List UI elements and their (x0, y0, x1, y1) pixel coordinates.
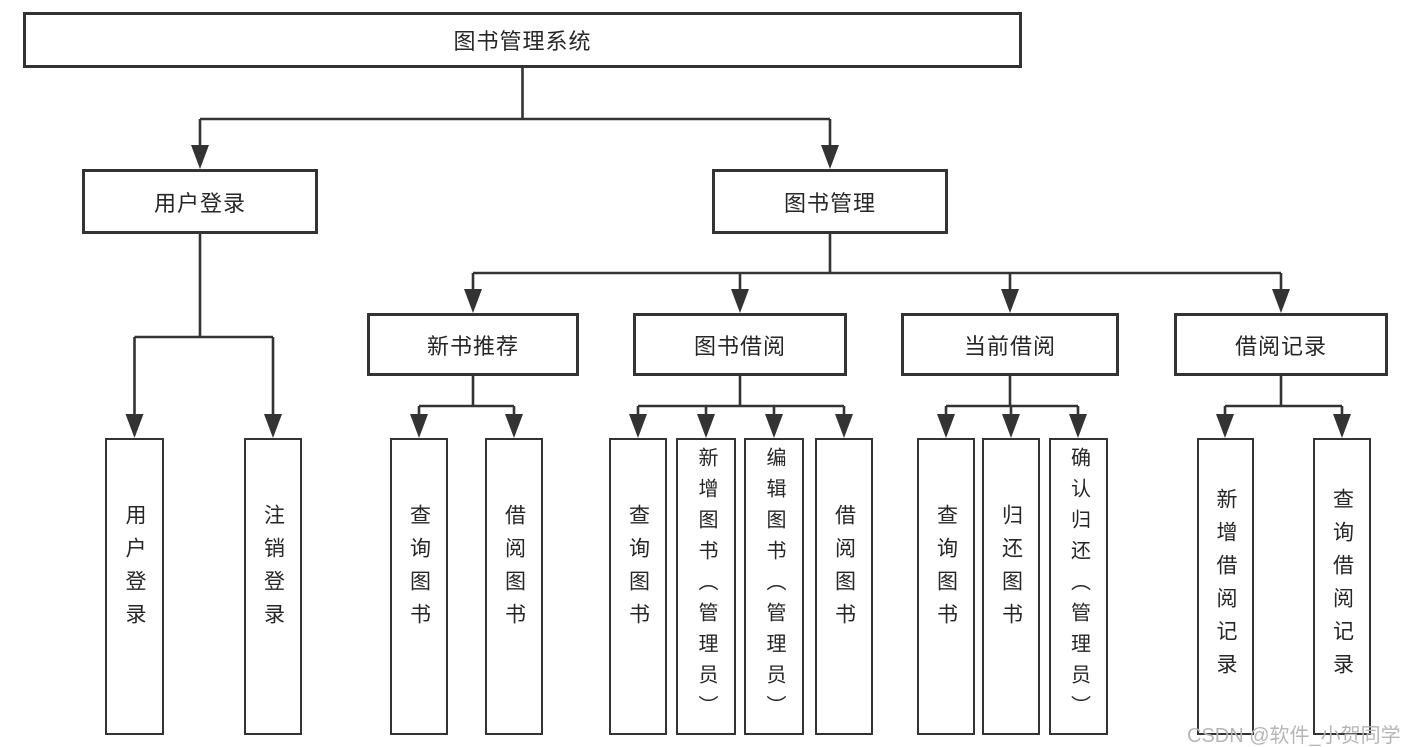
leaf-edit-books-admin: 编辑图书（管理员） (744, 438, 804, 735)
leaf-borrow-books: 借阅图书 (815, 438, 873, 735)
connector-line (133, 234, 275, 420)
node-label: 图书借阅 (693, 333, 786, 359)
leaf-search-books-recommend: 查询图书 (390, 438, 448, 735)
connector-root (191, 68, 839, 169)
arrowhead-down-icon (125, 414, 282, 438)
leaf-add-borrow-record: 新增借阅记录 (1197, 438, 1254, 735)
node-borrowing-records: 借阅记录 (1174, 313, 1388, 376)
node-book-borrowing: 图书借阅 (633, 313, 847, 376)
arrowhead-down-icon (410, 414, 523, 438)
node-label: 注销登录 (261, 503, 285, 636)
connector-borrowing-records-group (1216, 376, 1351, 438)
node-label: 借阅图书 (502, 503, 526, 636)
node-label: 编辑图书（管理员） (763, 447, 785, 726)
node-new-book-recommend: 新书推荐 (367, 313, 579, 376)
node-label: 新增借阅记录 (1214, 487, 1237, 686)
leaf-search-books-borrowing: 查询图书 (609, 438, 667, 735)
arrowhead-down-icon (937, 414, 1087, 438)
arrowhead-down-icon (191, 145, 839, 169)
node-label: 图书管理系统 (453, 29, 592, 54)
leaf-borrow-books-recommend: 借阅图书 (485, 438, 543, 735)
node-label: 新增图书（管理员） (695, 447, 717, 726)
arrowhead-down-icon (464, 289, 1290, 313)
node-label: 借阅图书 (832, 503, 856, 636)
connector-new-book-recommend-group (410, 376, 523, 438)
node-user-login: 用户登录 (82, 169, 318, 234)
leaf-logout: 注销登录 (244, 438, 302, 735)
node-label: 新书推荐 (426, 333, 519, 359)
leaf-add-books-admin: 新增图书（管理员） (676, 438, 736, 735)
arrowhead-down-icon (1216, 414, 1351, 438)
connector-book-borrowing-group (629, 376, 853, 438)
connector-current-borrowing-group (937, 376, 1087, 438)
node-label: 归还图书 (999, 503, 1023, 636)
connector-line (198, 68, 832, 150)
leaf-confirm-return-admin: 确认归还（管理员） (1049, 438, 1108, 735)
connector-book-management-branch (464, 234, 1290, 313)
connector-line (1223, 376, 1344, 420)
node-label: 确认归还（管理员） (1067, 447, 1090, 726)
node-label: 用户登录 (123, 503, 146, 636)
connector-line (417, 376, 516, 420)
node-label: 查询图书 (407, 503, 431, 636)
leaf-search-books-current: 查询图书 (917, 438, 975, 735)
connector-user-login-branch (125, 234, 282, 438)
arrowhead-down-icon (629, 414, 853, 438)
node-book-management: 图书管理 (712, 169, 948, 234)
node-label: 用户登录 (153, 190, 246, 216)
connector-line (944, 376, 1080, 420)
node-label: 查询图书 (934, 503, 958, 636)
node-label: 借阅记录 (1234, 333, 1327, 359)
node-library-management-system: 图书管理系统 (23, 12, 1022, 68)
connector-line (471, 234, 1283, 295)
node-label: 查询借阅记录 (1330, 487, 1354, 686)
node-current-borrowing: 当前借阅 (901, 313, 1119, 376)
leaf-search-borrow-record: 查询借阅记录 (1313, 438, 1371, 735)
node-label: 当前借阅 (963, 333, 1056, 359)
leaf-user-login: 用户登录 (105, 438, 164, 735)
node-label: 查询图书 (626, 503, 650, 636)
leaf-return-books: 归还图书 (982, 438, 1040, 735)
connector-line (636, 376, 846, 420)
csdn-watermark: CSDN @软件_小贺同学 (1187, 725, 1401, 747)
node-label: 图书管理 (783, 190, 876, 216)
